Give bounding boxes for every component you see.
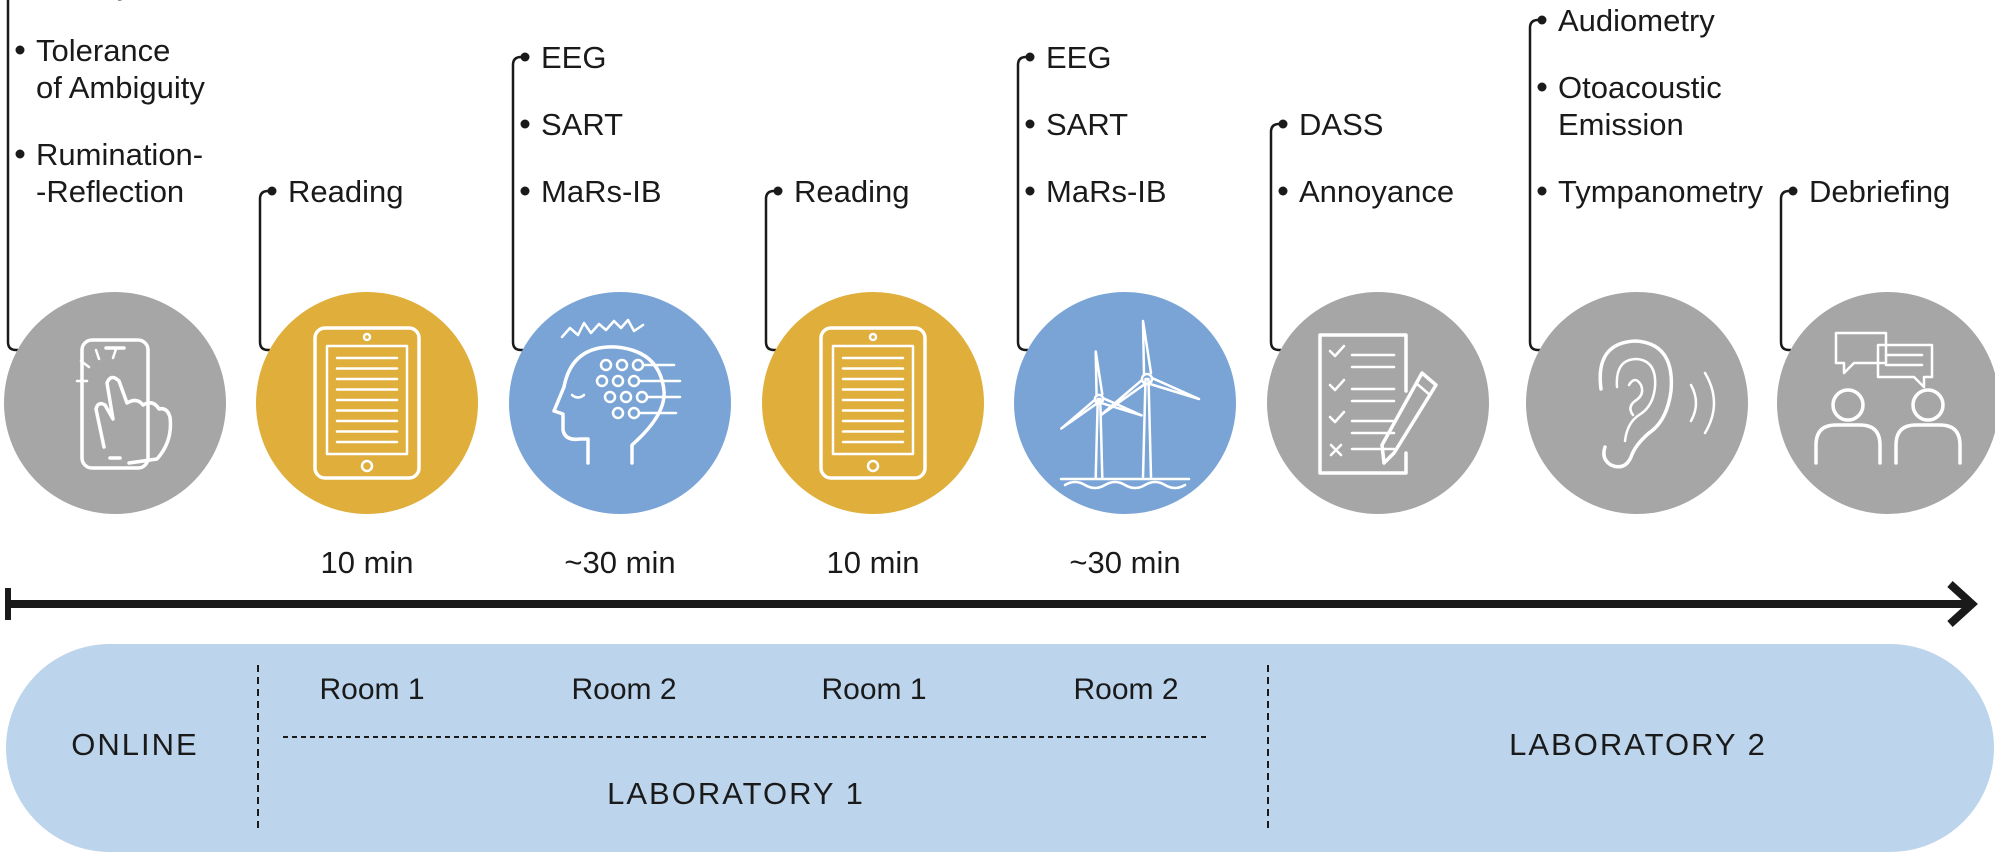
room-label: Room 2 bbox=[571, 673, 676, 706]
room-label: Room 2 bbox=[1073, 673, 1178, 706]
measure-label: Otoacoustic bbox=[1558, 70, 1722, 105]
measure-label: EEG bbox=[1046, 40, 1111, 75]
bullet-dot bbox=[520, 52, 530, 62]
checklist-pencil-icon bbox=[1318, 333, 1438, 475]
ear-sound-icon bbox=[1598, 339, 1716, 469]
step-circle bbox=[1267, 292, 1489, 514]
bracket-line bbox=[1528, 18, 1540, 352]
conversation-icon bbox=[1814, 331, 1962, 465]
step-3: EEG SART MaRs-IB bbox=[509, 40, 731, 514]
measure-label: Tolerance bbox=[36, 33, 170, 68]
bullet-dot bbox=[1025, 186, 1035, 196]
measure-label: -Reflection bbox=[36, 174, 184, 209]
measure-label: Tympanometry bbox=[1558, 174, 1764, 209]
bracket-line bbox=[1269, 122, 1281, 352]
bullet-dot bbox=[1537, 15, 1547, 25]
duration-label: ~30 min bbox=[564, 545, 675, 580]
step-7: AudiometryOtoacousticEmissionTympanometr… bbox=[1526, 3, 1764, 514]
bracket-line bbox=[764, 189, 776, 352]
section-laboratory-2: LABORATORY 2 bbox=[1509, 727, 1767, 762]
bullet-dot bbox=[773, 186, 783, 196]
section-laboratory-1: LABORATORY 1 bbox=[607, 776, 865, 811]
measure-label: SART bbox=[1046, 107, 1128, 142]
duration-label: 10 min bbox=[320, 545, 413, 580]
bracket-line bbox=[1016, 55, 1028, 352]
step-4: Reading bbox=[762, 174, 984, 514]
measure-label: MaRs-IB bbox=[541, 174, 662, 209]
timeline-arrow bbox=[5, 581, 1978, 627]
smartphone-touch-icon bbox=[75, 338, 173, 470]
room-label: Room 1 bbox=[319, 673, 424, 706]
bullet-dot bbox=[267, 186, 277, 196]
measure-label: of Ambiguity bbox=[36, 70, 205, 105]
step-circle bbox=[256, 292, 478, 514]
bullet-dot bbox=[1537, 82, 1547, 92]
measure-label: Debriefing bbox=[1809, 174, 1950, 209]
step-6: DASS Annoyance bbox=[1267, 107, 1489, 514]
step-circle bbox=[1014, 292, 1236, 514]
bullet-dot bbox=[1788, 186, 1798, 196]
measure-label: DASS bbox=[1299, 107, 1383, 142]
wind-turbines-icon bbox=[1059, 319, 1201, 490]
measure-label: Rumination- bbox=[36, 137, 203, 172]
measure-label: Survey bbox=[36, 0, 133, 1]
duration-layer: 10 min ~30 min 10 min ~30 min bbox=[320, 545, 1180, 580]
bracket-line bbox=[1779, 189, 1791, 352]
tablet-reading-icon bbox=[819, 326, 927, 480]
step-circle bbox=[762, 292, 984, 514]
bracket-line bbox=[511, 55, 523, 352]
tablet-reading-icon bbox=[313, 326, 421, 480]
bullet-dot bbox=[1025, 119, 1035, 129]
step-1: SurveyToleranceof AmbiguityRumination--R… bbox=[4, 0, 226, 514]
step-5: EEG SART MaRs-IB bbox=[1014, 40, 1236, 514]
duration-label: 10 min bbox=[826, 545, 919, 580]
measure-label: Annoyance bbox=[1299, 174, 1454, 209]
measure-label: Reading bbox=[288, 174, 403, 209]
eeg-head-icon bbox=[552, 318, 682, 465]
steps-layer: SurveyToleranceof AmbiguityRumination--R… bbox=[4, 0, 1995, 514]
bullet-dot bbox=[1278, 186, 1288, 196]
bullet-dot bbox=[1537, 186, 1547, 196]
bracket-line bbox=[6, 0, 18, 352]
step-circle bbox=[1777, 292, 1995, 514]
section-online: ONLINE bbox=[71, 727, 198, 762]
step-2: Reading bbox=[256, 174, 478, 514]
measure-label: Reading bbox=[794, 174, 909, 209]
step-circle bbox=[1526, 292, 1748, 514]
room-label: Room 1 bbox=[821, 673, 926, 706]
measure-label: EEG bbox=[541, 40, 606, 75]
location-band: ONLINE LABORATORY 1 LABORATORY 2 Room 1 … bbox=[6, 644, 1994, 852]
step-8: Debriefing bbox=[1777, 174, 1995, 514]
duration-label: ~30 min bbox=[1069, 545, 1180, 580]
measure-label: SART bbox=[541, 107, 623, 142]
step-circle bbox=[509, 292, 731, 514]
measure-label: Emission bbox=[1558, 107, 1684, 142]
bullet-dot bbox=[1025, 52, 1035, 62]
bullet-dot bbox=[520, 119, 530, 129]
measure-label: Audiometry bbox=[1558, 3, 1715, 38]
bracket-line bbox=[258, 189, 270, 352]
bullet-dot bbox=[520, 186, 530, 196]
measure-label: MaRs-IB bbox=[1046, 174, 1167, 209]
bullet-dot bbox=[1278, 119, 1288, 129]
step-circle bbox=[4, 292, 226, 514]
bullet-dot bbox=[15, 149, 25, 159]
bullet-dot bbox=[15, 45, 25, 55]
